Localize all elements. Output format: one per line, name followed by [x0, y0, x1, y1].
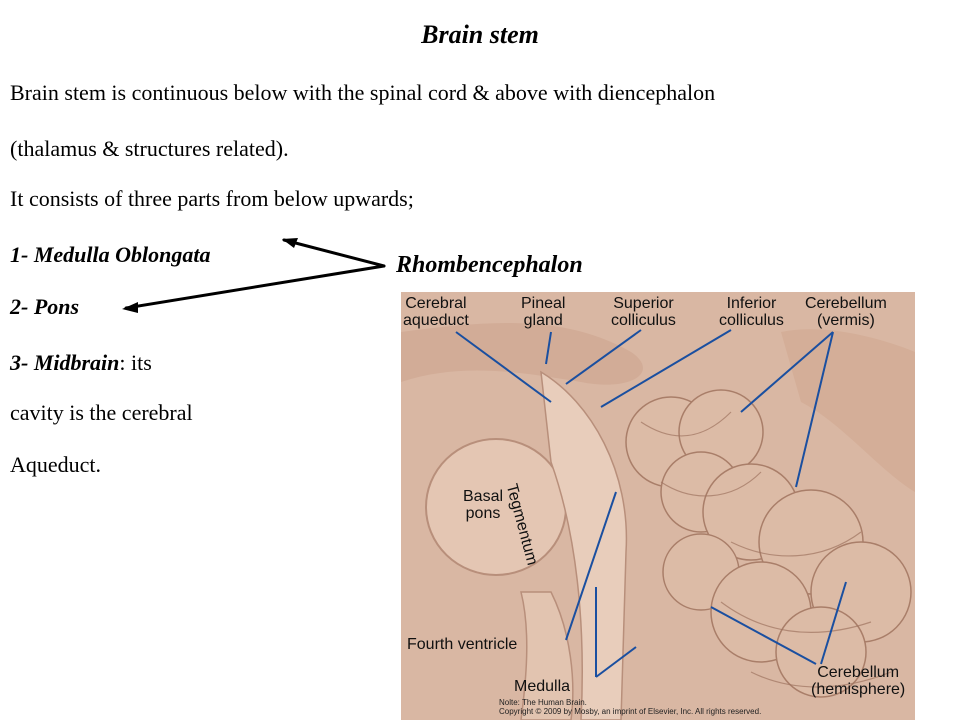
label-cerebral-aqueduct-2: aqueduct	[403, 312, 469, 329]
label-cerebellum-hemisphere-1: Cerebellum	[817, 664, 900, 681]
figure-copyright-note: Nolte: The Human Brain.Copyright © 2009 …	[499, 698, 761, 716]
label-cerebellum-vermis: Cerebellum(vermis)	[805, 295, 887, 329]
part-midbrain-text: : its	[119, 350, 152, 375]
label-fourth-ventricle: Fourth ventricle	[407, 636, 518, 653]
label-cerebellum-vermis-1: Cerebellum	[805, 295, 887, 312]
arrow-to-pons	[124, 264, 386, 310]
intro-line-2: (thalamus & structures related).	[10, 136, 289, 161]
label-pineal-gland-2: gland	[523, 312, 563, 329]
part-medulla-oblongata: 1- Medulla Oblongata	[10, 242, 211, 267]
label-superior-colliculus-1: Superior	[613, 295, 674, 312]
label-basal-pons-1: Basal	[463, 488, 504, 505]
label-inferior-colliculus-1: Inferior	[726, 295, 777, 312]
part-midbrain-line-2: cavity is the cerebral	[10, 400, 193, 425]
label-superior-colliculus-2: colliculus	[611, 312, 676, 329]
part-midbrain: 3- Midbrain: its	[10, 350, 152, 376]
figure-source: Nolte: The Human Brain.	[499, 698, 587, 707]
part-pons: 2- Pons	[10, 294, 80, 319]
arrowhead-pons	[122, 302, 138, 313]
label-medulla: Medulla	[514, 678, 571, 695]
label-cerebellum-vermis-2: (vermis)	[817, 312, 875, 329]
intro-line-3: It consists of three parts from below up…	[10, 186, 414, 211]
label-cerebral-aqueduct-1: Cerebral	[405, 295, 467, 312]
slide-title: Brain stem	[421, 20, 539, 49]
label-pineal-gland-1: Pineal	[521, 295, 566, 312]
arrow-to-medulla	[282, 238, 386, 268]
rhombencephalon-label: Rhombencephalon	[396, 252, 583, 278]
intro-line-1: Brain stem is continuous below with the …	[10, 80, 716, 105]
brainstem-illustration	[401, 292, 915, 720]
label-cerebellum-hemisphere-2: (hemisphere)	[811, 681, 906, 698]
figure-copyright: Copyright © 2009 by Mosby, an imprint of…	[499, 707, 762, 716]
part-midbrain-line-3: Aqueduct.	[10, 452, 102, 477]
label-cerebellum-hemisphere: Cerebellum(hemisphere)	[811, 664, 905, 698]
part-midbrain-name: 3- Midbrain	[10, 350, 120, 375]
arrowhead-medulla	[282, 238, 298, 248]
label-inferior-colliculus-2: colliculus	[719, 312, 784, 329]
label-basal-pons-2: pons	[465, 505, 501, 522]
